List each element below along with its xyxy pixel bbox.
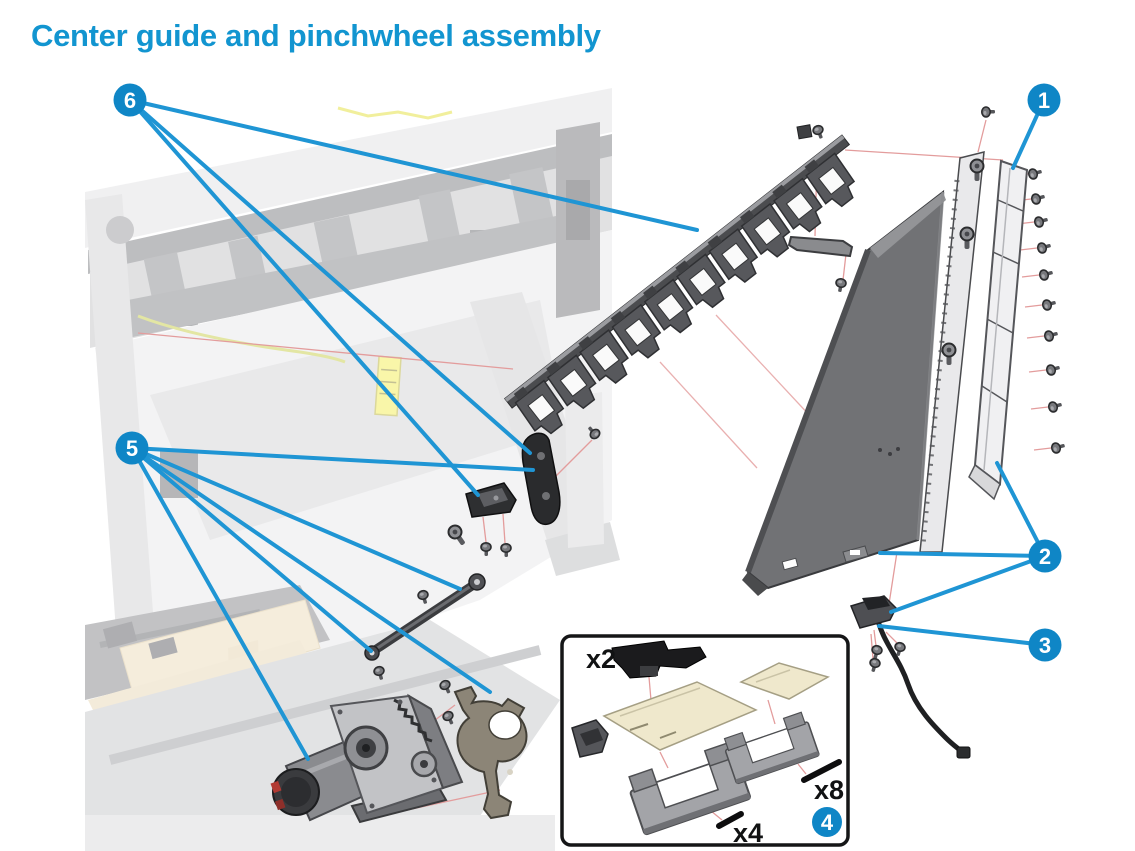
callout-badge-5: 5 <box>115 431 149 465</box>
latch-clip <box>465 482 517 518</box>
inset-black-bracket <box>611 640 707 679</box>
svg-text:5: 5 <box>126 436 138 461</box>
inset-detail-box: x2 x4 x8 <box>560 634 850 848</box>
warning-label <box>374 355 402 417</box>
svg-text:1: 1 <box>1038 88 1050 113</box>
callout-badge-6: 6 <box>113 83 147 117</box>
pinchwheel-rail <box>503 134 864 441</box>
center-guide-trim-strip <box>968 159 1029 501</box>
inset-axle-x8 <box>801 759 842 783</box>
page-title: Center guide and pinchwheel assembly <box>31 18 601 53</box>
callout-badge-2: 2 <box>1028 539 1062 573</box>
trim-screw-column <box>1026 166 1067 455</box>
lifter-motor-assembly <box>270 693 464 824</box>
svg-text:2: 2 <box>1039 544 1051 569</box>
sensor-bracket-cable <box>849 595 971 759</box>
callout-badge-4: 4 <box>812 807 842 837</box>
cam-bracket <box>521 432 561 526</box>
rail-end-clip <box>796 124 813 140</box>
svg-text:3: 3 <box>1039 633 1051 658</box>
encoder-ruler-strip <box>919 151 985 553</box>
center-guide-panel <box>742 189 946 596</box>
callout-badge-3: 3 <box>1028 628 1062 662</box>
strap-bracket <box>787 235 854 294</box>
callout-badge-1: 1 <box>1027 83 1061 117</box>
inset-axle-x4 <box>716 811 744 829</box>
inset-qty-x2-label: x2 <box>586 644 616 674</box>
inset-cream-plate-small <box>739 662 830 700</box>
svg-text:6: 6 <box>124 88 136 113</box>
inset-qty-x8-label: x8 <box>814 775 844 805</box>
svg-text:4: 4 <box>821 810 834 835</box>
callout-leader-lines <box>128 98 1047 761</box>
curved-lifter-bracket <box>453 685 528 820</box>
inset-qty-x4-label: x4 <box>733 818 763 848</box>
link-rod <box>364 573 486 661</box>
inset-cream-plate-large <box>602 681 758 751</box>
inset-clip <box>571 719 609 758</box>
